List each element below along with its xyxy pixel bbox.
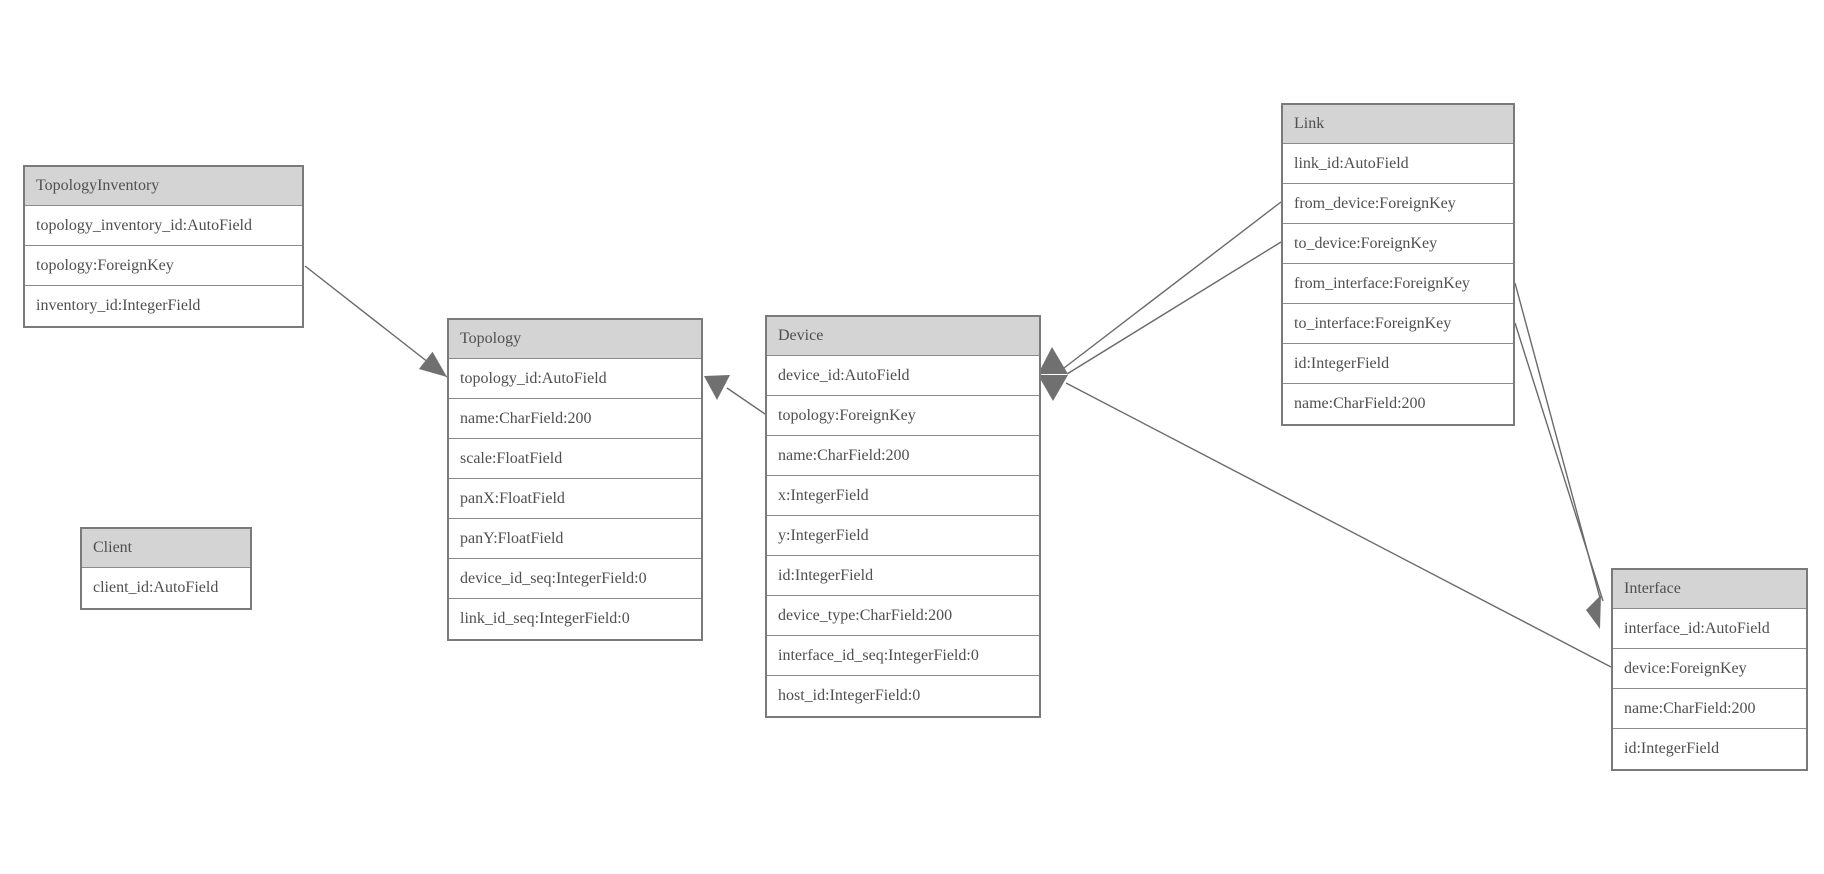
entity-client: Client client_id:AutoField — [80, 527, 252, 610]
connection-link-to_interface-fk — [1514, 322, 1604, 602]
entity-field-row: name:CharField:200 — [449, 399, 701, 439]
entity-field-row: link_id_seq:IntegerField:0 — [460, 610, 630, 627]
entity-field-row: panY:FloatField — [449, 519, 701, 559]
connection-device-topology-fk — [726, 387, 766, 415]
entity-field-row: interface_id:AutoField — [1613, 609, 1806, 649]
entity-field-row: from_interface:ForeignKey — [1283, 264, 1513, 304]
entity-field-row: topology_inventory_id:AutoField — [25, 206, 302, 246]
arrowhead-link-to_device-fk — [1038, 347, 1068, 374]
entity-field-row: x:IntegerField — [767, 476, 1039, 516]
entity-rows: client_id:AutoField — [82, 568, 250, 608]
entity-field-row: from_device:ForeignKey — [1283, 184, 1513, 224]
entity-field-row: device_id_seq:IntegerField:0 — [449, 559, 701, 599]
entity-field-row: to_device:ForeignKey — [1283, 224, 1513, 264]
entity-field-row: topology_id:AutoField — [449, 359, 701, 399]
entity-field-row: id:IntegerField — [1624, 740, 1720, 757]
entity-field-row: scale:FloatField — [449, 439, 701, 479]
entity-field-row: device:ForeignKey — [1613, 649, 1806, 689]
connection-link-to_device-fk — [1066, 241, 1282, 375]
entity-title: Client — [82, 529, 250, 568]
entity-field-row: id:IntegerField — [1283, 344, 1513, 384]
connection-topologyinventory-topology-fk — [304, 265, 448, 378]
entity-field-row: name:CharField:200 — [1294, 395, 1426, 412]
entity-field-row: device_type:CharField:200 — [767, 596, 1039, 636]
entity-title: TopologyInventory — [25, 167, 302, 206]
entity-field-row: host_id:IntegerField:0 — [778, 687, 921, 704]
entity-title: Device — [767, 317, 1039, 356]
entity-field-row: link_id:AutoField — [1283, 144, 1513, 184]
entity-field-row: panX:FloatField — [449, 479, 701, 519]
arrowhead-interface-device-fk — [1038, 375, 1068, 401]
entity-title: Topology — [449, 320, 701, 359]
entity-field-row: name:CharField:200 — [767, 436, 1039, 476]
arrowhead-link-to_interface-fk — [1586, 595, 1601, 629]
connection-interface-device-fk — [1065, 382, 1612, 668]
entity-field-row: inventory_id:IntegerField — [36, 297, 201, 314]
arrowhead-device-topology-fk — [704, 375, 730, 400]
connection-link-from_device-fk — [1063, 201, 1282, 369]
entity-field-row: topology:ForeignKey — [767, 396, 1039, 436]
entity-field-row: name:CharField:200 — [1613, 689, 1806, 729]
entity-field-row: id:IntegerField — [767, 556, 1039, 596]
entity-field-row: interface_id_seq:IntegerField:0 — [767, 636, 1039, 676]
entity-field-row: to_interface:ForeignKey — [1283, 304, 1513, 344]
entity-topologyinventory: TopologyInventory topology_inventory_id:… — [23, 165, 304, 328]
entity-title: Link — [1283, 105, 1513, 144]
entity-title: Interface — [1613, 570, 1806, 609]
entity-field-row: client_id:AutoField — [93, 579, 219, 596]
entity-field-row: device_id:AutoField — [767, 356, 1039, 396]
entity-field-row: y:IntegerField — [767, 516, 1039, 556]
entity-field-row: topology:ForeignKey — [25, 246, 302, 286]
arrowhead-topologyinventory-topology-fk — [418, 351, 447, 377]
